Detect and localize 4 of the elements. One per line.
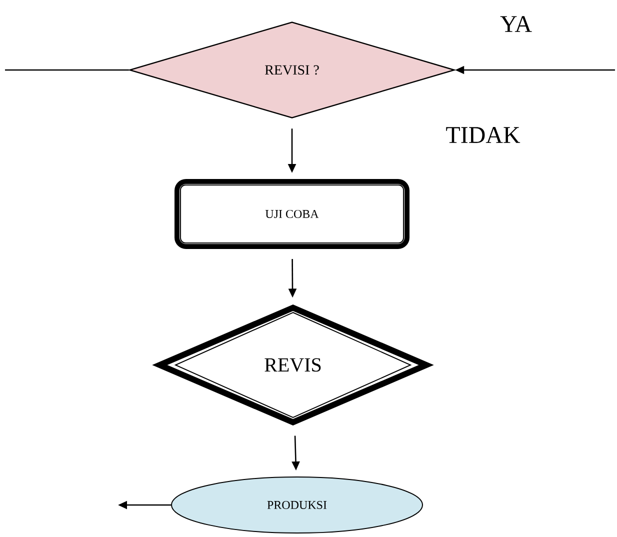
branch-label: YA [500, 16, 532, 32]
branch-label: TIDAK [446, 127, 520, 143]
connector-line [5, 69, 129, 71]
process-box: UJI COBA [174, 179, 410, 249]
